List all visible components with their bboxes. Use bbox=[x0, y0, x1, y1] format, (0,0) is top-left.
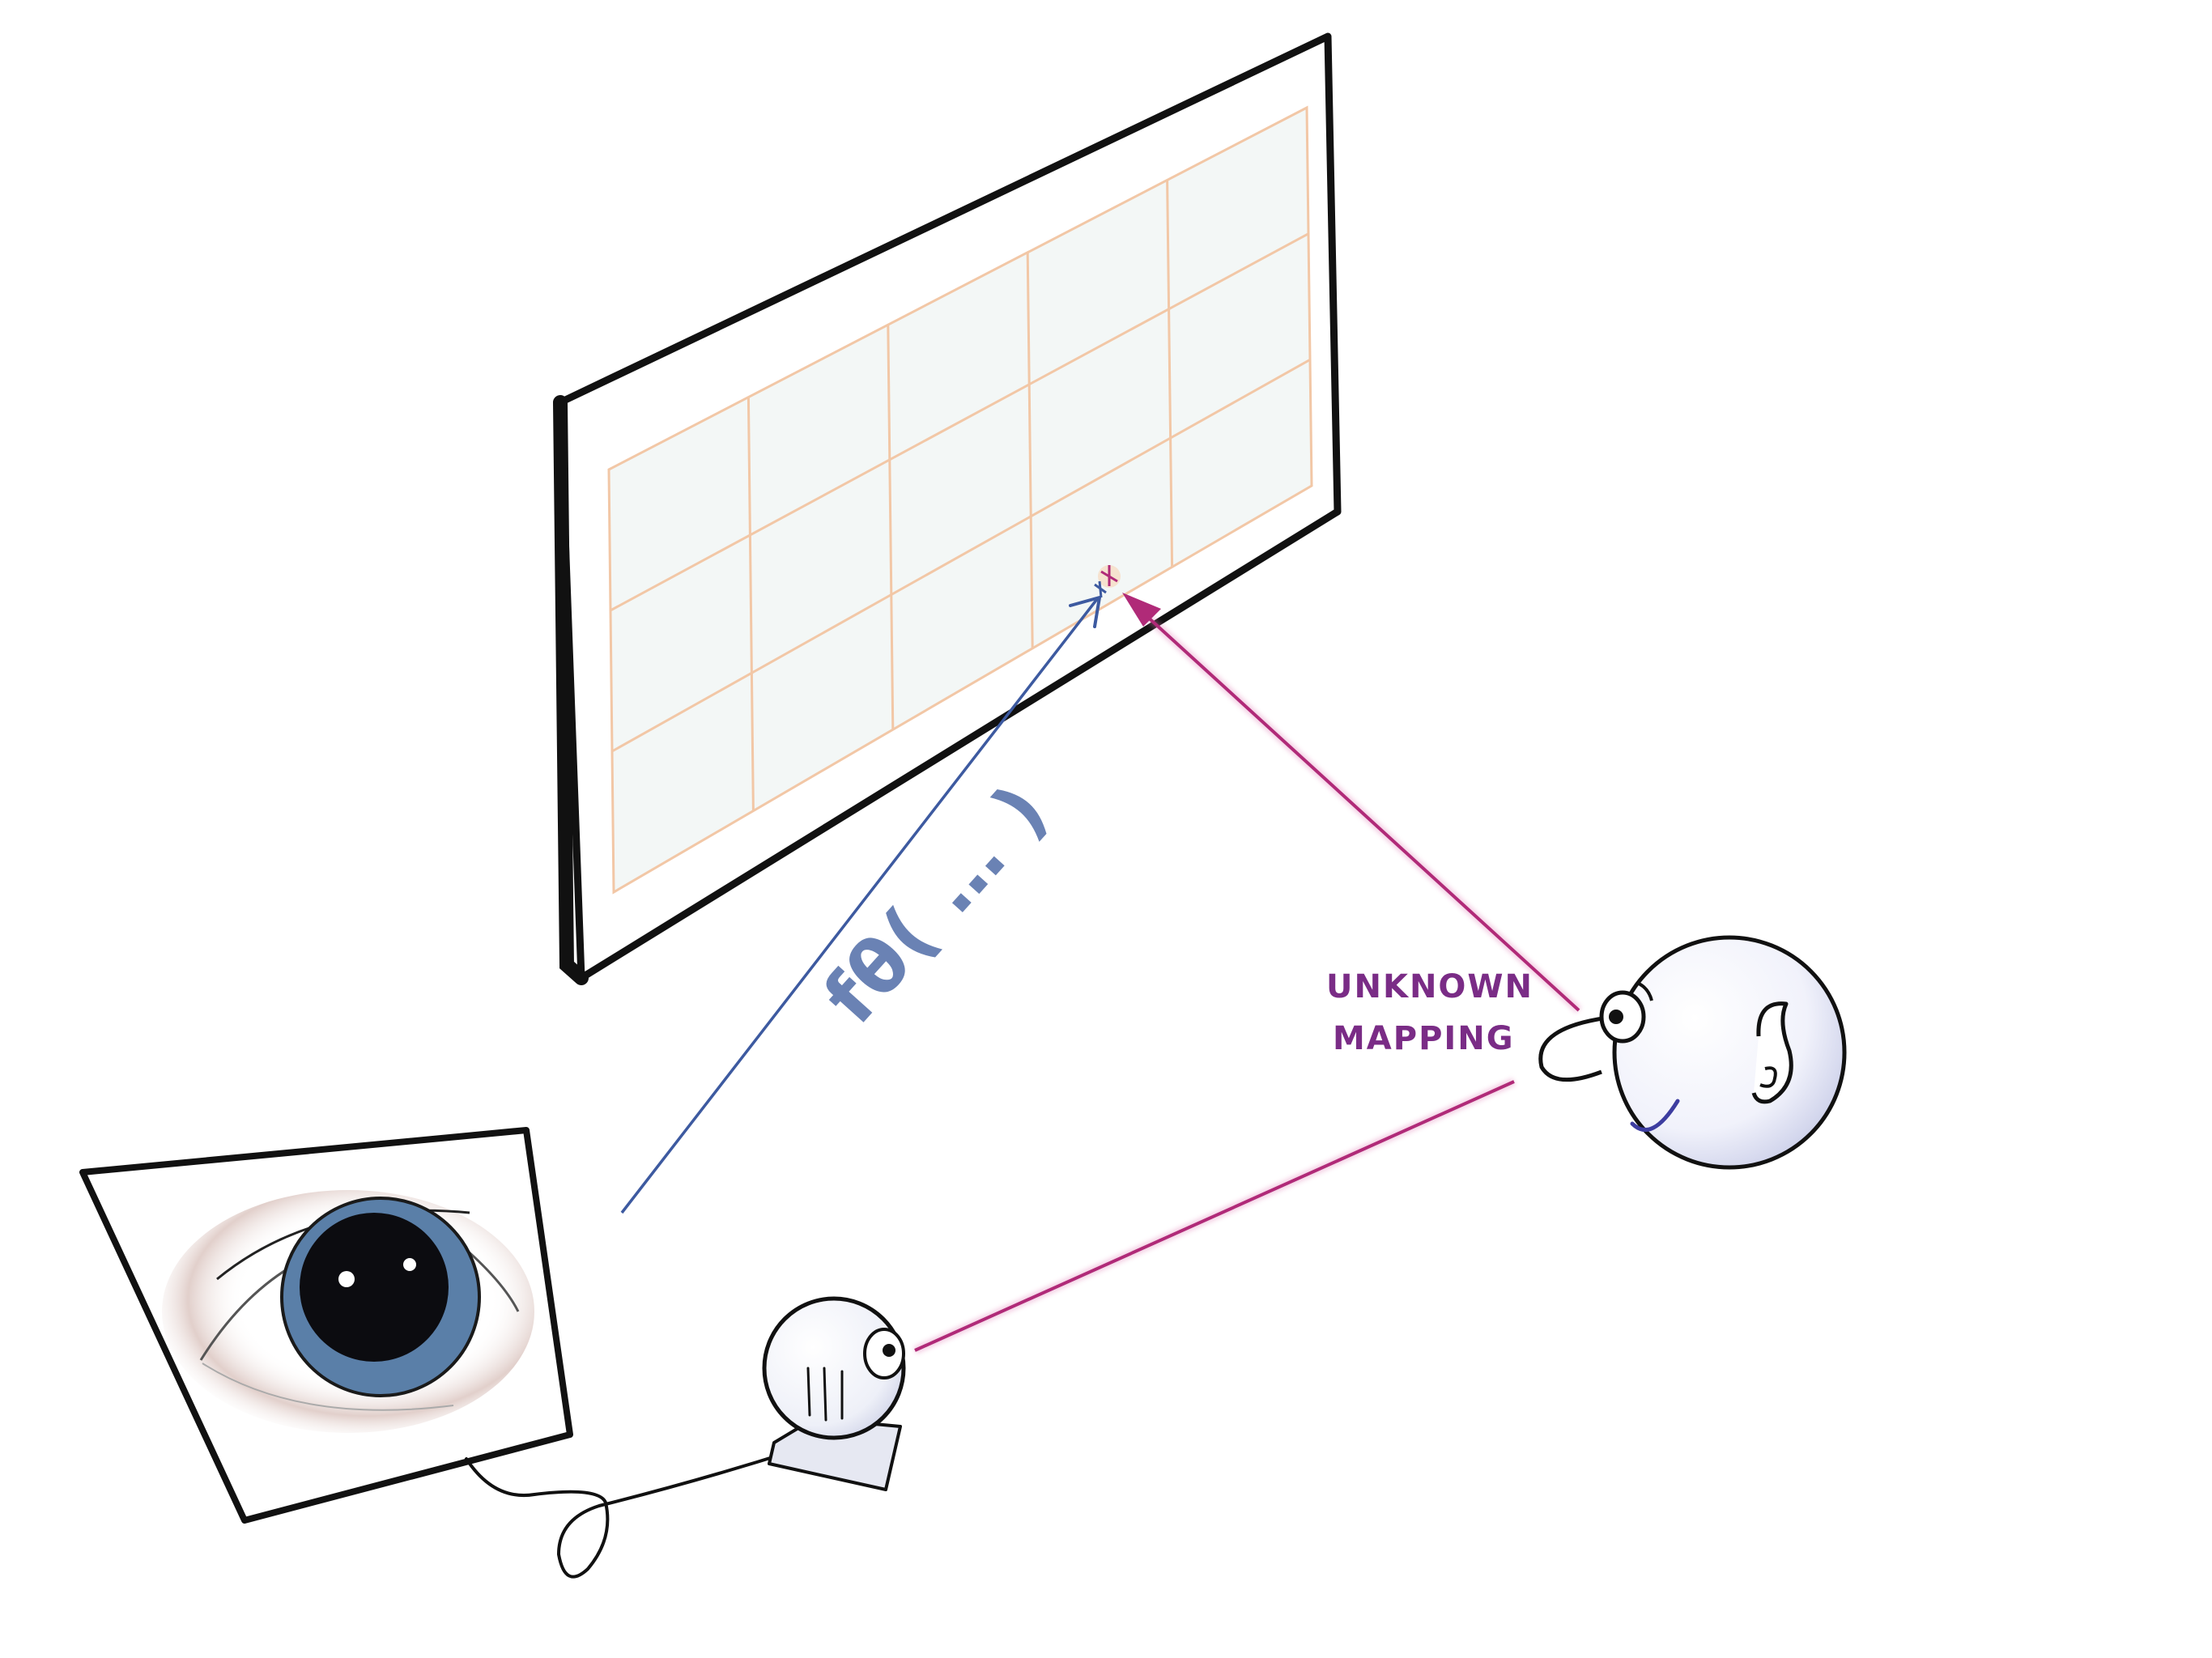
grid-column-line bbox=[887, 325, 895, 730]
crosshair-target-icon bbox=[1094, 565, 1121, 598]
unknown-mapping-annotation: UNKNOWN MAPPING bbox=[1326, 968, 1534, 1057]
grid-column-line bbox=[747, 397, 755, 811]
known-gaze-ray bbox=[620, 596, 1101, 1214]
pupil bbox=[300, 1213, 449, 1362]
grid-column-line bbox=[1026, 252, 1034, 648]
annotation-line-1: UNKNOWN bbox=[1326, 968, 1534, 1005]
screen-grid bbox=[610, 180, 1311, 811]
unknown-gaze-rays bbox=[912, 593, 1582, 1354]
human-head-icon bbox=[1538, 935, 1847, 1170]
eye-image-icon bbox=[79, 1127, 573, 1524]
annotation-line-2: MAPPING bbox=[1333, 1020, 1515, 1057]
grid-column-line bbox=[1166, 180, 1174, 568]
screen-frame-depth bbox=[553, 395, 589, 985]
camera-cable bbox=[465, 1449, 795, 1579]
webcam-icon bbox=[762, 1296, 906, 1491]
grid-row-line bbox=[611, 359, 1311, 753]
grid-row-line bbox=[610, 232, 1309, 612]
display-grid-icon bbox=[553, 32, 1342, 985]
